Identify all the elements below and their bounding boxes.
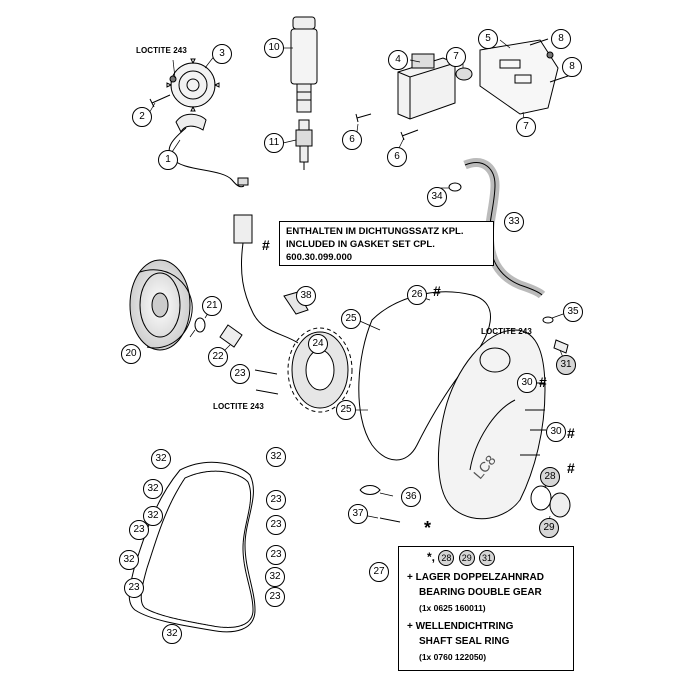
cdi-unit-part (397, 53, 456, 120)
callout-6a: 6 (342, 130, 362, 150)
callout-6b: 6 (387, 147, 407, 167)
callout-20: 20 (121, 344, 141, 364)
kit-line6: (1x 0760 122050) (419, 652, 487, 662)
callout-23f: 23 (124, 578, 144, 598)
hose-clamp-part (448, 182, 462, 192)
callout-32a: 32 (151, 449, 171, 469)
spark-plug-part (295, 119, 313, 170)
gasket-note-line2: INCLUDED IN GASKET SET CPL. (286, 239, 435, 250)
callout-11: 11 (264, 133, 284, 153)
loctite-label-top: LOCTITE 243 (136, 46, 187, 55)
flywheel-part (129, 259, 193, 351)
callout-36: 36 (401, 487, 421, 507)
callout-30a: 30 (517, 373, 537, 393)
callout-25b: 25 (336, 400, 356, 420)
callout-5: 5 (478, 29, 498, 49)
callout-34: 34 (427, 187, 447, 207)
gasket-set-note: ENTHALTEN IM DICHTUNGSSATZ KPL. INCLUDED… (279, 221, 494, 266)
callout-8b: 8 (562, 57, 582, 77)
callout-32e: 32 (119, 550, 139, 570)
flywheel-nut-part (219, 324, 243, 348)
callout-26: 26 (407, 285, 427, 305)
callout-23e: 23 (266, 545, 286, 565)
callout-33: 33 (504, 212, 524, 232)
callout-35: 35 (563, 302, 583, 322)
callout-24: 24 (308, 334, 328, 354)
callout-23-stator: 23 (230, 364, 250, 384)
callout-23g: 23 (265, 587, 285, 607)
cover-gasket-part (358, 291, 491, 461)
callout-30b: 30 (546, 422, 566, 442)
callout-23b: 23 (266, 490, 286, 510)
hash-mark-30a: # (539, 374, 547, 390)
kit-line4: + WELLENDICHTRING (407, 621, 514, 632)
washer-part (194, 317, 206, 333)
callout-38: 38 (296, 286, 316, 306)
loctite-label-mid: LOCTITE 243 (213, 402, 264, 411)
plug-part (553, 339, 569, 354)
clip-part (359, 485, 381, 495)
ignition-coil-part (290, 16, 318, 113)
kit-header-callout-28: 28 (438, 550, 455, 566)
callout-10: 10 (264, 38, 284, 58)
gasket-note-line1: ENTHALTEN IM DICHTUNGSSATZ KPL. (286, 226, 464, 237)
callout-32d: 32 (143, 506, 163, 526)
callout-32c: 32 (143, 479, 163, 499)
kit-line5: SHAFT SEAL RING (419, 636, 510, 647)
callout-32g: 32 (162, 624, 182, 644)
callout-25a: 25 (341, 309, 361, 329)
loctite-label-right: LOCTITE 243 (481, 327, 532, 336)
screw-6a-part (355, 113, 372, 123)
callout-28: 28 (540, 467, 560, 487)
callout-3: 3 (212, 44, 232, 64)
bushing-7a-part (455, 67, 473, 81)
kit-header-star: *, (427, 550, 436, 565)
callout-32f: 32 (265, 567, 285, 587)
callout-21: 21 (202, 296, 222, 316)
hash-mark-28: # (567, 460, 575, 476)
callout-29: 29 (539, 518, 559, 538)
kit-line3: (1x 0625 160011) (419, 603, 486, 613)
star-mark-cover: * (424, 518, 432, 538)
rubber-grommet-part (283, 291, 309, 315)
kit-line1: + LAGER DOPPELZAHNRAD (407, 572, 544, 583)
kit-header: *, 28 29 31 (427, 550, 496, 566)
kit-line2: BEARING DOUBLE GEAR (419, 587, 542, 598)
hash-mark-30b: # (567, 425, 575, 441)
callout-27: 27 (369, 562, 389, 582)
kit-header-callout-31: 31 (479, 550, 496, 566)
kit-header-callout-29: 29 (458, 550, 475, 566)
screw-37-part (379, 517, 401, 523)
callout-32b: 32 (266, 447, 286, 467)
callout-8a: 8 (551, 29, 571, 49)
callout-7a: 7 (446, 47, 466, 67)
ignition-cover-part: LC8 (438, 329, 546, 520)
callout-4: 4 (388, 50, 408, 70)
stator-screws-part (254, 369, 279, 395)
pickup-sensor-part (168, 113, 249, 188)
screw-8b-part (549, 75, 569, 83)
callout-37: 37 (348, 504, 368, 524)
callout-23c: 23 (266, 515, 286, 535)
screw-8a-part (529, 38, 549, 46)
callout-22: 22 (208, 347, 228, 367)
callout-31: 31 (556, 355, 576, 375)
oring-part (530, 485, 552, 511)
hash-mark-26: # (433, 283, 441, 299)
gasket-note-line3: 600.30.099.000 (286, 252, 353, 263)
callout-2: 2 (132, 107, 152, 127)
callout-23d: 23 (129, 520, 149, 540)
hash-mark-gasket: # (262, 237, 270, 253)
kit-contents-note: *, 28 29 31 + LAGER DOPPELZAHNRAD BEARIN… (398, 546, 574, 671)
bracket-part (479, 39, 559, 115)
callout-7b: 7 (516, 117, 536, 137)
cap-part (549, 492, 571, 518)
callout-1: 1 (158, 150, 178, 170)
dowel-part (542, 316, 554, 324)
stator-part (287, 327, 353, 413)
stator-cable-part (233, 214, 299, 344)
sprocket-part (166, 58, 220, 112)
